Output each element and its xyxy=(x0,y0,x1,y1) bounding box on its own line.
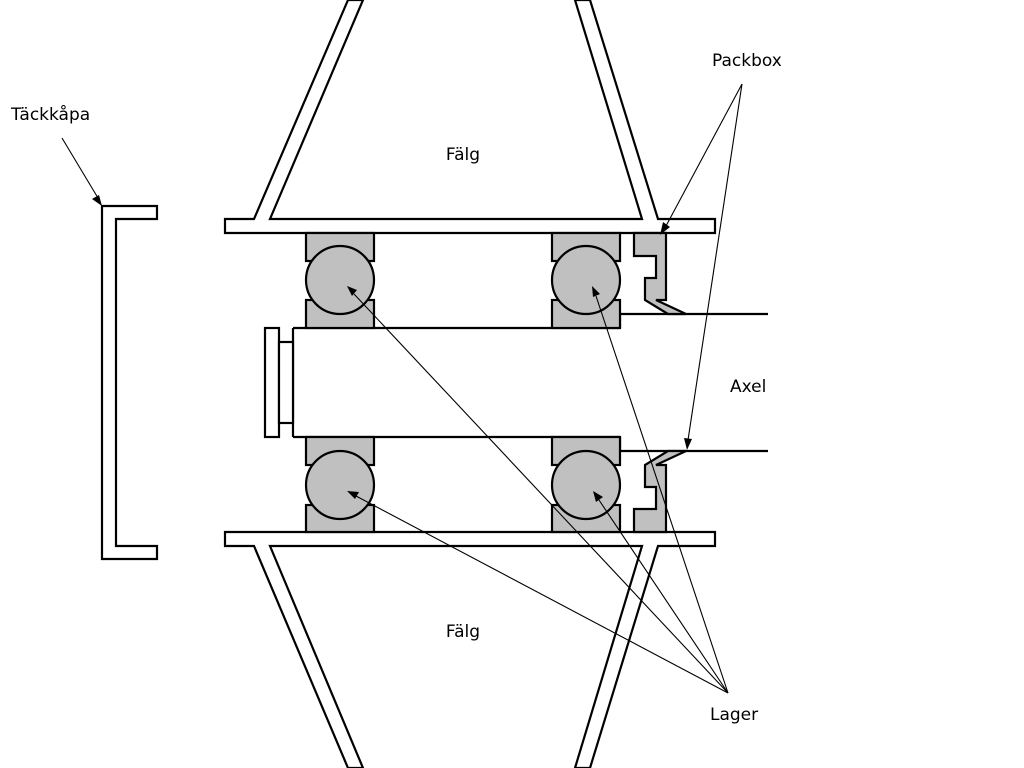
seal-bottom xyxy=(632,449,687,534)
rim-bottom-label: Fälg xyxy=(446,622,480,642)
bearing-leaders xyxy=(347,286,729,694)
rim-bottom xyxy=(223,530,717,768)
seal-top xyxy=(632,231,687,316)
bearing-top-left xyxy=(304,231,376,330)
seal-leaders xyxy=(660,83,743,450)
cover-cap xyxy=(100,204,159,561)
cover-label: Täckkåpa xyxy=(10,104,90,125)
bearing-bottom-left xyxy=(304,435,376,534)
axle-label: Axel xyxy=(730,377,766,397)
seal-label: Packbox xyxy=(712,51,782,71)
bearings-label: Lager xyxy=(710,705,758,725)
cover-leader xyxy=(61,137,102,206)
axle-end-washer xyxy=(263,326,295,439)
bearing-bottom-right xyxy=(550,435,622,534)
bearing-top-right xyxy=(550,231,622,330)
rim-top-label: Fälg xyxy=(446,145,480,165)
rim-top xyxy=(223,0,717,235)
